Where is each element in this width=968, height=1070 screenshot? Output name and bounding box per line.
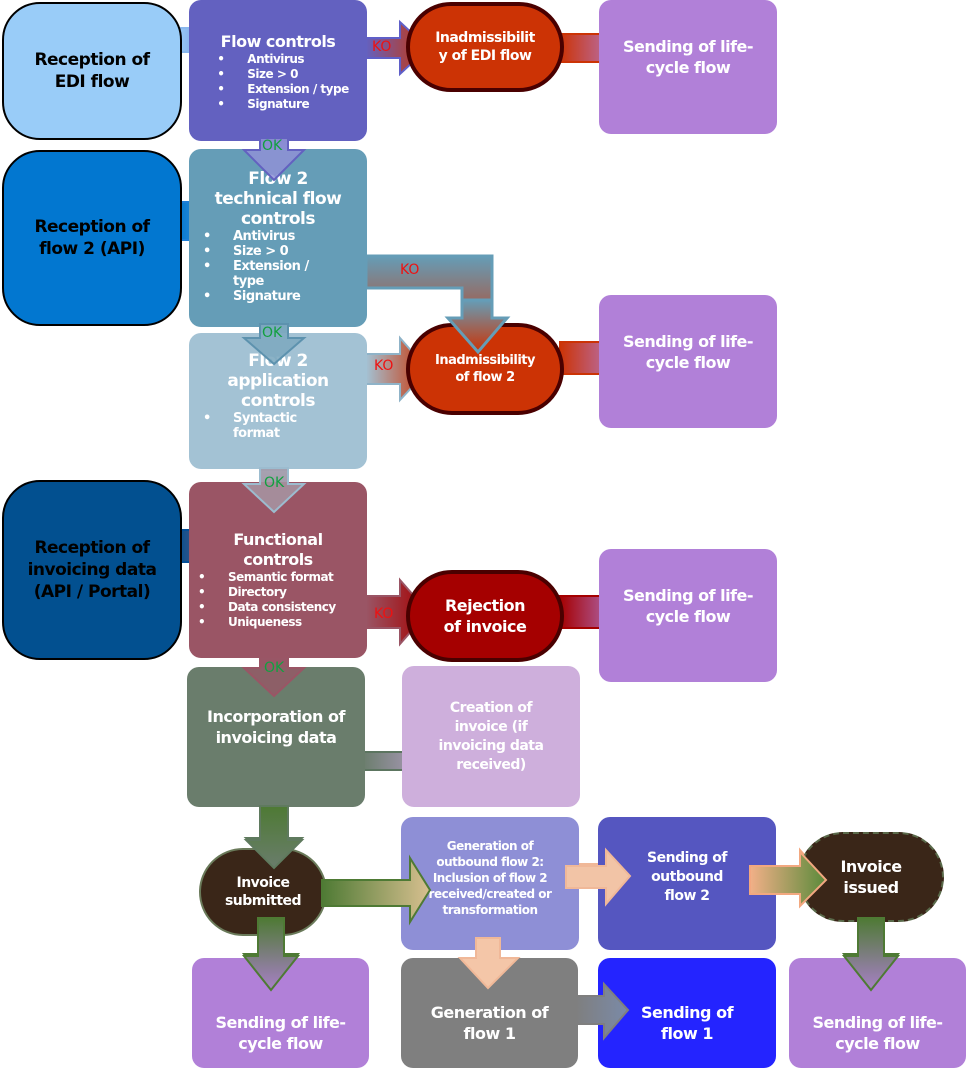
flow-controls-list: Antivirus Size > 0 Extension / type Sign… [217, 52, 349, 112]
invoice-submitted-label: Invoice submitted [224, 875, 302, 909]
flow2-application-title: Flow 2 application controls [227, 351, 329, 411]
ok-label-1: OK [262, 138, 283, 154]
functional-controls-list: Semantic format Directory Data consisten… [198, 570, 358, 630]
list-item: Semantic format [198, 570, 358, 585]
creation-invoice-box: Creation of invoice (if invoicing data r… [402, 666, 580, 807]
lifecycle-box-3: Sending of life-cycle flow [599, 549, 777, 682]
list-item: Signature [203, 289, 353, 304]
creation-invoice-label: Creation of invoice (if invoicing data r… [438, 699, 544, 773]
flow2-application-list: Syntactic format [203, 411, 353, 441]
sending-outbound-label: Sending of outbound flow 2 [647, 850, 727, 904]
sending-outbound-box: Sending of outbound flow 2 [598, 817, 776, 950]
lifecycle-label-3: Sending of life-cycle flow [622, 585, 754, 626]
functional-controls-box: Functional controls Semantic format Dire… [189, 482, 367, 658]
generation-flow1-label: Generation of flow 1 [430, 1003, 549, 1043]
lifecycle-label-1: Sending of life-cycle flow [622, 37, 754, 77]
list-item: Antivirus [217, 52, 348, 67]
ko-label-4: KO [374, 606, 394, 622]
lifecycle-box-4: Sending of life-cycle flow [192, 958, 369, 1068]
lifecycle-box-2: Sending of life-cycle flow [599, 295, 777, 428]
incorporation-box: Incorporation of invoicing data [187, 667, 365, 807]
rejection-invoice-box: Rejection of invoice [406, 570, 564, 662]
source-edi-flow: Reception of EDI flow [2, 2, 182, 140]
list-item: Syntactic format [203, 411, 313, 441]
inadmissibility-edi-label: Inadmissibility of EDI flow [435, 30, 535, 64]
generation-flow1-box: Generation of flow 1 [401, 958, 578, 1068]
functional-controls-title: Functional controls [233, 530, 323, 569]
flow-controls-title: Flow controls [220, 32, 336, 51]
list-item: Size > 0 [203, 244, 353, 259]
inadmissibility-edi-box: Inadmissibility of EDI flow [406, 2, 564, 92]
flow2-application-box: Flow 2 application controls Syntactic fo… [189, 333, 367, 469]
source-flow2-api: Reception of flow 2 (API) [2, 150, 182, 326]
ok-label-4: OK [264, 660, 285, 676]
lifecycle-label-4: Sending of life-cycle flow [215, 1013, 346, 1053]
lifecycle-label-5: Sending of life-cycle flow [812, 1013, 943, 1053]
ok-label-3: OK [264, 475, 285, 491]
list-item: Directory [198, 585, 358, 600]
list-item: Extension / type [203, 259, 313, 289]
flow2-technical-list: Antivirus Size > 0 Extension / type Sign… [203, 229, 353, 304]
list-item: Data consistency [198, 600, 358, 615]
invoice-issued-label: Invoice issued [840, 857, 902, 897]
generation-outbound-label: Generation of outbound flow 2: Inclusion… [428, 838, 552, 917]
source-invoicing-label: Reception of invoicing data (API / Porta… [27, 538, 157, 602]
list-item: Antivirus [203, 229, 353, 244]
inadmissibility-flow2-box: Inadmissibility of flow 2 [406, 323, 564, 415]
lifecycle-box-1: Sending of life-cycle flow [599, 0, 777, 134]
source-flow2-label: Reception of flow 2 (API) [34, 217, 150, 259]
list-item: Extension / type [217, 82, 349, 97]
inadmissibility-flow2-label: Inadmissibility of flow 2 [435, 353, 535, 385]
invoice-submitted-box: Invoice submitted [199, 848, 327, 936]
incorporation-label: Incorporation of invoicing data [207, 707, 345, 747]
sending-flow1-box: Sending of flow 1 [598, 958, 776, 1068]
ok-label-2: OK [262, 325, 283, 341]
ko-label-2: KO [400, 262, 420, 278]
source-invoicing-data: Reception of invoicing data (API / Porta… [2, 480, 182, 660]
lifecycle-label-2: Sending of life-cycle flow [622, 331, 754, 372]
sending-flow1-label: Sending of flow 1 [640, 1003, 734, 1043]
ko-label-3: KO [374, 358, 394, 374]
flow-controls-box: Flow controls Antivirus Size > 0 Extensi… [189, 0, 367, 141]
lifecycle-box-5: Sending of life-cycle flow [789, 958, 966, 1068]
invoice-issued-box: Invoice issued [798, 832, 944, 922]
rejection-invoice-label: Rejection of invoice [443, 596, 527, 636]
list-item: Uniqueness [198, 615, 358, 630]
ko-label-1: KO [372, 39, 392, 55]
flow2-technical-title: Flow 2 technical flow controls [214, 169, 342, 229]
source-edi-label: Reception of EDI flow [34, 50, 150, 92]
generation-outbound-box: Generation of outbound flow 2: Inclusion… [401, 817, 579, 950]
list-item: Signature [217, 97, 348, 112]
list-item: Size > 0 [217, 67, 348, 82]
flow2-technical-box: Flow 2 technical flow controls Antivirus… [189, 149, 367, 327]
